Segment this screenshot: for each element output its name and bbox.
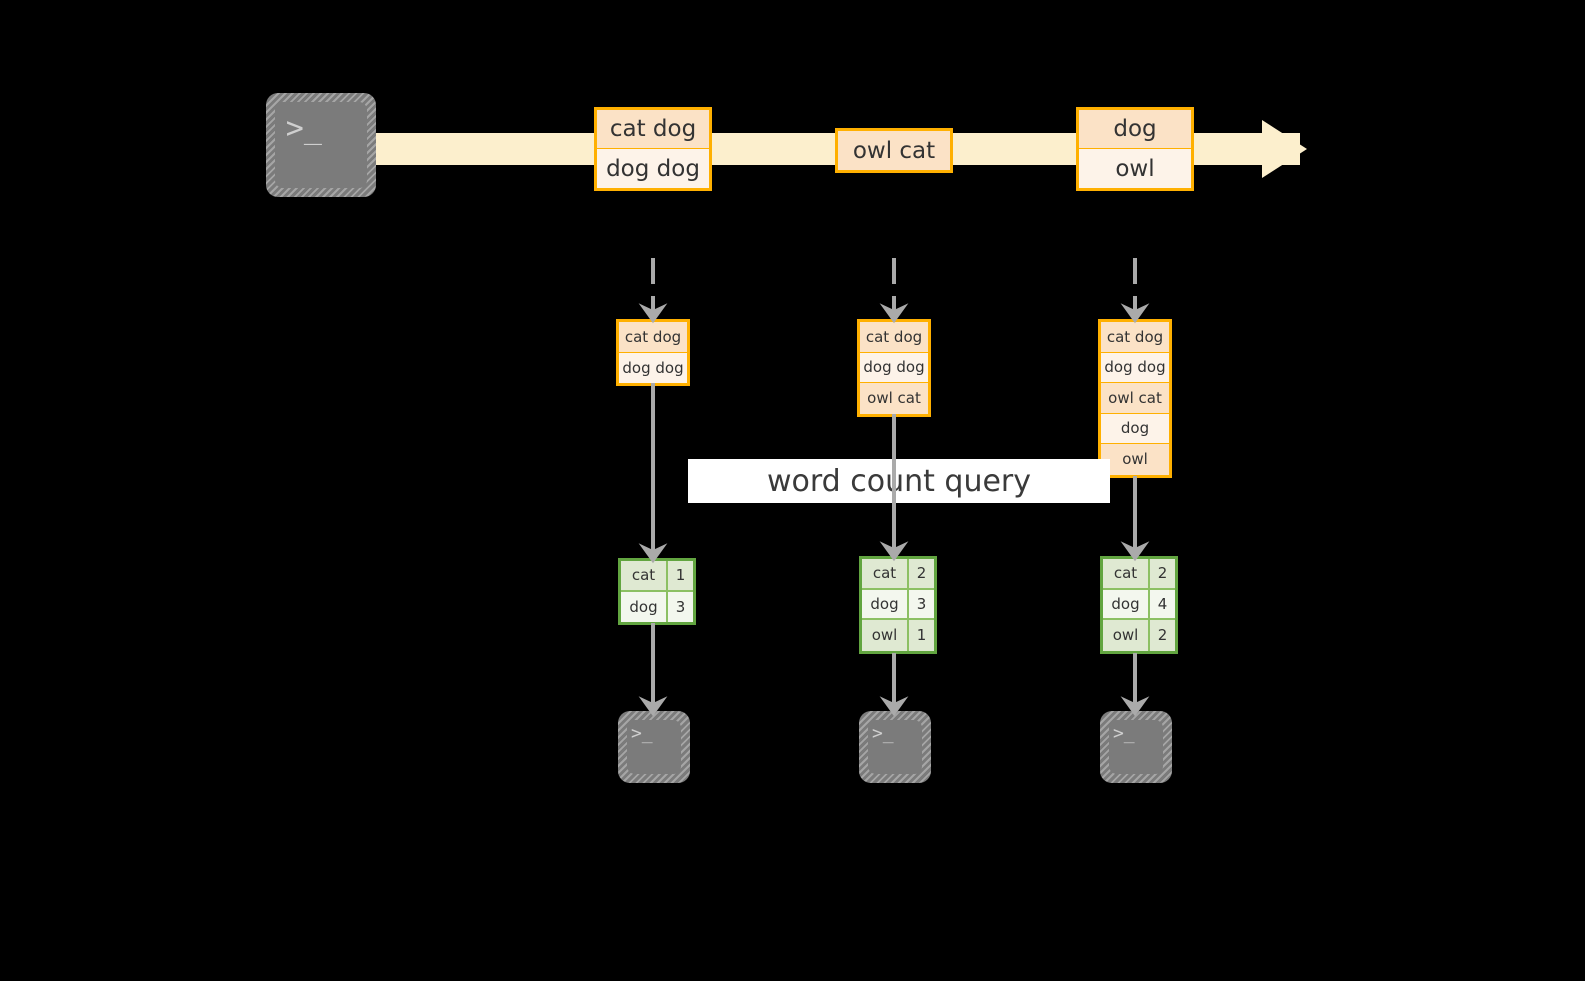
result-table-2[interactable]: cat 2 dog 3 owl 1 [859, 556, 937, 654]
table-row: dog 4 [1103, 589, 1175, 620]
terminal-prompt-glyph: >_ [871, 723, 894, 745]
result-word: cat [1103, 559, 1150, 588]
result-word: dog [1103, 589, 1150, 618]
result-count: 2 [1150, 620, 1175, 651]
table-row: cat 2 [1103, 559, 1175, 590]
sink-terminal-icon-3[interactable]: >_ [1100, 711, 1172, 783]
stacked-record: cat dog [619, 322, 687, 353]
stream-record: dog dog [597, 149, 709, 188]
stacked-record: dog dog [619, 352, 687, 383]
terminal-screen [1109, 720, 1163, 774]
table-row: cat 2 [862, 559, 934, 590]
stacked-record: owl cat [1101, 383, 1169, 414]
stream-group-3[interactable]: dog owl [1076, 107, 1194, 191]
stacked-record: dog dog [1101, 352, 1169, 383]
accumulated-stack-3[interactable]: cat dog dog dog owl cat dog owl [1098, 319, 1172, 478]
result-count: 3 [909, 589, 934, 618]
accumulated-stack-2[interactable]: cat dog dog dog owl cat [857, 319, 931, 417]
terminal-screen [275, 102, 367, 188]
terminal-screen [627, 720, 681, 774]
result-count: 2 [909, 559, 934, 588]
result-count: 1 [668, 561, 693, 590]
query-label: word count query [688, 459, 1110, 503]
source-terminal-icon[interactable]: >_ [266, 93, 376, 197]
stream-group-1[interactable]: cat dog dog dog [594, 107, 712, 191]
result-count: 3 [668, 591, 693, 622]
result-word: owl [862, 620, 909, 651]
table-row: cat 1 [621, 561, 693, 592]
result-table-1[interactable]: cat 1 dog 3 [618, 558, 696, 625]
stacked-record: cat dog [1101, 322, 1169, 353]
terminal-prompt-glyph: >_ [630, 723, 653, 745]
result-word: dog [621, 591, 668, 622]
result-word: owl [1103, 620, 1150, 651]
terminal-screen [868, 720, 922, 774]
result-count: 4 [1150, 589, 1175, 618]
result-word: cat [862, 559, 909, 588]
table-row: owl 1 [862, 620, 934, 651]
table-row: owl 2 [1103, 620, 1175, 651]
result-table-3[interactable]: cat 2 dog 4 owl 2 [1100, 556, 1178, 654]
terminal-prompt-glyph: >_ [285, 110, 322, 146]
result-count: 2 [1150, 559, 1175, 588]
stream-record: dog [1079, 110, 1191, 149]
table-row: dog 3 [621, 591, 693, 622]
stacked-record: dog [1101, 413, 1169, 444]
dashed-arrow-group [638, 258, 1150, 324]
result-word: cat [621, 561, 668, 590]
result-word: dog [862, 589, 909, 618]
result-count: 1 [909, 620, 934, 651]
stacked-record: owl [1101, 444, 1169, 475]
stream-arrow-head [1262, 120, 1307, 178]
sink-terminal-icon-2[interactable]: >_ [859, 711, 931, 783]
stream-record: owl [1079, 149, 1191, 188]
stacked-record: owl cat [860, 383, 928, 414]
accumulated-stack-1[interactable]: cat dog dog dog [616, 319, 690, 386]
table-row: dog 3 [862, 589, 934, 620]
terminal-prompt-glyph: >_ [1112, 723, 1135, 745]
sink-terminal-icon-1[interactable]: >_ [618, 711, 690, 783]
stream-record: owl cat [838, 131, 950, 170]
stacked-record: cat dog [860, 322, 928, 353]
stream-group-2[interactable]: owl cat [835, 128, 953, 173]
stacked-record: dog dog [860, 352, 928, 383]
stream-record: cat dog [597, 110, 709, 149]
